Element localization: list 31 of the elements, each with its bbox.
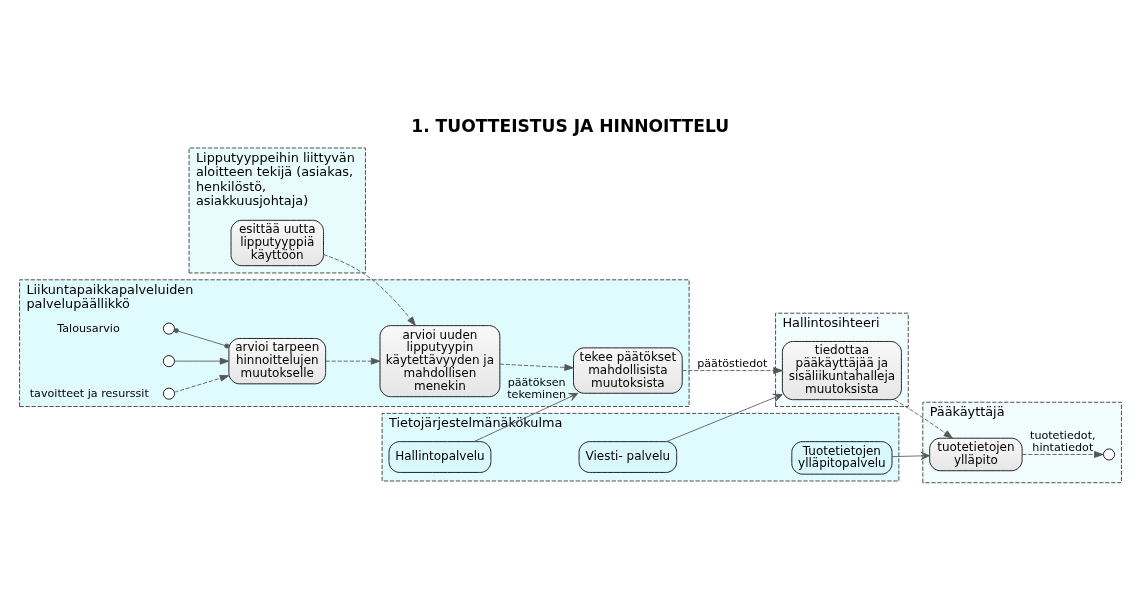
- edge-label: päätöksen tekeminen: [507, 375, 567, 401]
- arrow: [1021, 450, 1104, 458]
- arrow: [174, 357, 230, 365]
- node-box: Hallintopalvelu: [388, 440, 492, 473]
- arrow: [323, 253, 416, 326]
- node-box: Tuotetietojen ylläpitopalvelu: [791, 440, 893, 475]
- node-circle: [1103, 448, 1116, 460]
- connector: [173, 327, 230, 348]
- node-label: Talousarvio: [57, 321, 120, 335]
- arrow: [173, 374, 230, 393]
- edge-label: tuotetiedot, hintatiedot: [1030, 428, 1096, 454]
- node-box: esittää uutta lipputyyppiä käyttöön: [230, 219, 324, 266]
- node-box: tuotetietojen ylläpito: [929, 437, 1023, 471]
- arrow: [325, 357, 381, 365]
- node-box: Viesti- palvelu: [578, 440, 678, 473]
- node-circle: [162, 322, 175, 335]
- node-box: arvioi uuden lipputyypin käytettävyyden ja mahdollisen menekin: [379, 324, 501, 397]
- arrow: [666, 393, 783, 442]
- arrow: [499, 363, 574, 371]
- node-box: arvioi tarpeen hinnoittelujen muutokselle: [228, 337, 327, 384]
- arrow: [891, 451, 930, 460]
- edge-label: päätöstiedot: [697, 356, 768, 370]
- arrow: [894, 398, 953, 439]
- arrow: [681, 366, 783, 374]
- arrow: [473, 392, 579, 442]
- node-box: tiedottaa pääkäyttäjää ja sisäliikuntahalleja muutoksista: [781, 340, 902, 400]
- node-label: tavoitteet ja resurssit: [29, 386, 149, 400]
- node-circle: [162, 387, 175, 400]
- node-box: tekee päätökset mahdollisista muutoksista: [573, 346, 683, 394]
- diagram-title: 1. TUOTTEISTUS JA HINNOITTELU: [411, 115, 730, 136]
- node-circle: [162, 354, 175, 367]
